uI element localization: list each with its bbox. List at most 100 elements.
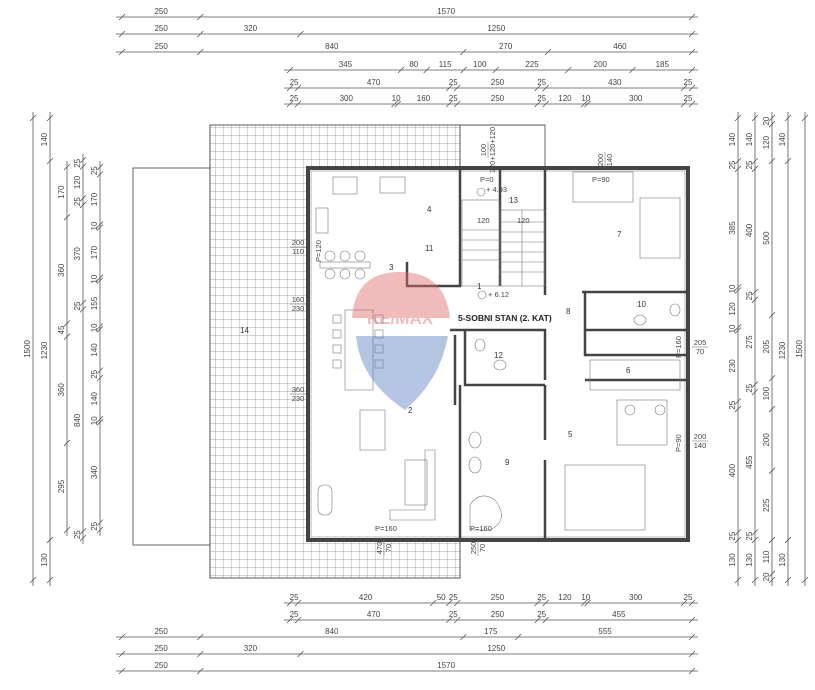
opening-height: 230 xyxy=(292,394,305,403)
dimension-value: 1230 xyxy=(778,341,787,359)
dimension-tick xyxy=(492,66,500,74)
dimension-value: 130 xyxy=(745,553,754,567)
dimension-value: 225 xyxy=(525,60,539,69)
dimension-tick xyxy=(197,667,204,675)
dimension-value: 1500 xyxy=(795,340,804,358)
dimension-tick xyxy=(445,616,453,624)
dimension-value: 170 xyxy=(90,245,99,259)
dimension-value: 25 xyxy=(728,531,737,540)
dimension-tick xyxy=(96,374,104,382)
apartment-title: 5-SOBNI STAN (2. KAT) xyxy=(458,313,552,323)
dimension-value: 1250 xyxy=(487,24,505,33)
dimension-tick xyxy=(391,100,398,108)
dimension-tick xyxy=(79,528,87,535)
dimension-value: 345 xyxy=(339,60,353,69)
dimension-value: 10 xyxy=(90,416,99,425)
opening-height: 140 xyxy=(605,154,614,167)
dimension-value: 385 xyxy=(728,221,737,235)
dimension-value: 120 xyxy=(558,94,572,103)
dimension-tick xyxy=(734,284,742,291)
dimension-value: 25 xyxy=(290,78,299,87)
dimension-tick xyxy=(542,84,549,92)
dimension-value: 25 xyxy=(290,610,299,619)
dimension-tick xyxy=(79,306,87,313)
dimension-value: 185 xyxy=(656,60,670,69)
dimension-value: 1250 xyxy=(487,644,505,653)
dimension-value: 340 xyxy=(90,465,99,479)
dimension-tick xyxy=(734,398,742,405)
dimension-tick xyxy=(534,616,541,624)
dimension-tick xyxy=(46,114,54,122)
dimension-value: 320 xyxy=(244,644,258,653)
dimension-value: 140 xyxy=(40,132,49,146)
dimension-tick xyxy=(397,66,405,74)
dimension-value: 370 xyxy=(73,247,82,261)
parapet-label: P=90 xyxy=(592,175,610,184)
parapet-label: P=120 xyxy=(314,240,323,262)
stair-width: 120 xyxy=(517,216,530,225)
opening-width: 100 xyxy=(479,144,488,157)
dimension-value: 250 xyxy=(154,7,168,16)
room-3: 3 xyxy=(389,263,394,272)
dimension-value: 230 xyxy=(728,359,737,373)
dimension-tick xyxy=(751,576,759,584)
dimension-value: 200 xyxy=(594,60,608,69)
dimension-value: 225 xyxy=(762,498,771,512)
opening-width: 200 xyxy=(596,154,605,167)
dimension-value: 25 xyxy=(745,291,754,300)
room-9: 9 xyxy=(505,458,510,467)
stair-width: 120 xyxy=(477,216,490,225)
dimension-tick xyxy=(294,84,302,92)
dimension-tick xyxy=(197,48,204,56)
dimension-tick xyxy=(96,416,104,423)
dimension-tick xyxy=(734,157,742,165)
dimension-tick xyxy=(534,84,541,92)
dimension-tick xyxy=(784,536,792,544)
room-2: 2 xyxy=(408,406,413,415)
dimension-tick xyxy=(734,324,742,331)
dimension-value: 555 xyxy=(598,627,612,636)
stair-shaft xyxy=(459,124,546,168)
dimension-value: 170 xyxy=(57,185,66,199)
dimension-tick xyxy=(688,66,696,74)
dimension-value: 25 xyxy=(684,78,693,87)
dimension-tick xyxy=(751,296,759,304)
opening-height: 230 xyxy=(292,304,305,313)
dimension-value: 10 xyxy=(90,323,99,332)
dimension-tick xyxy=(294,599,302,607)
dimension-tick xyxy=(63,333,71,340)
dimension-tick xyxy=(534,599,541,607)
dimension-tick xyxy=(751,165,759,173)
dimension-value: 25 xyxy=(73,530,82,539)
dimension-tick xyxy=(688,650,696,658)
dimension-value: 360 xyxy=(57,263,66,277)
dimension-value: 400 xyxy=(728,463,737,477)
dimension-value: 140 xyxy=(728,132,737,146)
dimension-value: 295 xyxy=(57,479,66,493)
dimension-tick xyxy=(584,599,591,607)
dimension-value: 250 xyxy=(154,627,168,636)
dimension-tick xyxy=(751,381,759,388)
room-4: 4 xyxy=(427,205,432,214)
dimension-value: 300 xyxy=(629,94,643,103)
opening-height: 70 xyxy=(384,544,393,552)
dimension-tick xyxy=(751,536,759,544)
dimension-value: 300 xyxy=(629,593,643,602)
dimension-tick xyxy=(79,534,87,542)
dimension-value: 130 xyxy=(778,553,787,567)
parapet-label: P=160 xyxy=(674,336,683,358)
dimension-value: 115 xyxy=(439,60,452,69)
dimension-value: 25 xyxy=(90,369,99,378)
remax-balloon-bottom xyxy=(356,336,448,410)
dimension-tick xyxy=(286,66,294,74)
room-5: 5 xyxy=(568,430,573,439)
dimension-value: 50 xyxy=(437,593,446,602)
dimension-tick xyxy=(629,66,636,74)
